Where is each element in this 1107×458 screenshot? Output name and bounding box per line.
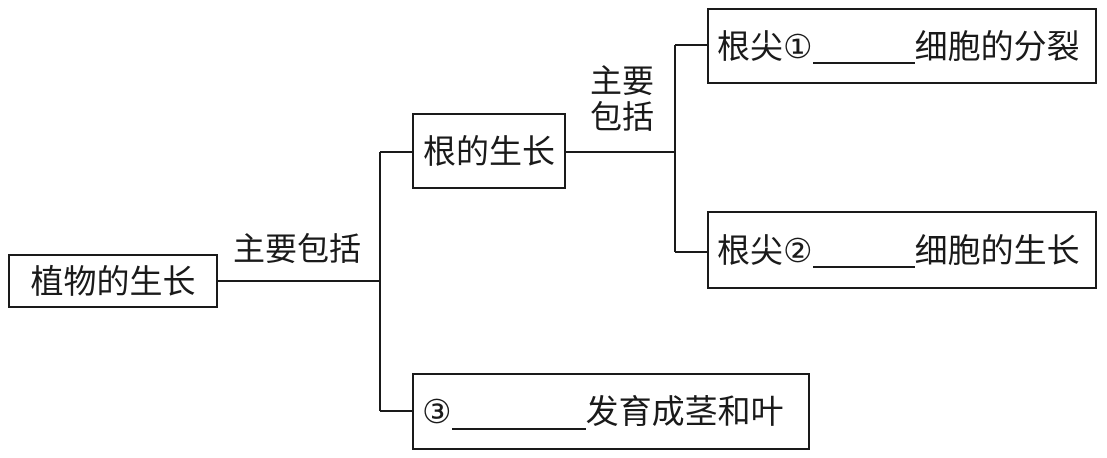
- tip-growth-prefix: 根尖: [717, 230, 783, 270]
- edge-label-main-text: 主要包括: [233, 230, 362, 268]
- tip-division-prefix: 根尖: [717, 26, 783, 66]
- tip-growth-marker: ②: [783, 230, 813, 270]
- stem-leaf-blank: [451, 393, 586, 430]
- node-plant-growth-label: 植物的生长: [30, 261, 196, 301]
- node-stem-leaf: ③ 发育成茎和叶: [412, 373, 810, 450]
- edge-label-root: 主要 包括: [590, 62, 655, 136]
- edge-label-root-line1: 主要: [590, 62, 655, 100]
- connector-root-growth: [566, 44, 707, 253]
- stem-leaf-marker: ③: [422, 392, 452, 431]
- node-plant-growth: 植物的生长: [8, 254, 218, 308]
- node-root-growth: 根的生长: [412, 113, 566, 189]
- tip-division-blank: [812, 28, 915, 65]
- tip-growth-blank: [812, 232, 915, 269]
- node-root-growth-label: 根的生长: [423, 131, 555, 171]
- tip-division-suffix: 细胞的分裂: [914, 26, 1080, 66]
- stem-leaf-suffix: 发育成茎和叶: [585, 392, 784, 431]
- tip-division-marker: ①: [783, 26, 813, 66]
- tip-growth-suffix: 细胞的生长: [914, 230, 1080, 270]
- connector-main: [218, 151, 412, 412]
- edge-label-main: 主要包括: [233, 230, 362, 268]
- edge-label-root-line2: 包括: [590, 97, 655, 136]
